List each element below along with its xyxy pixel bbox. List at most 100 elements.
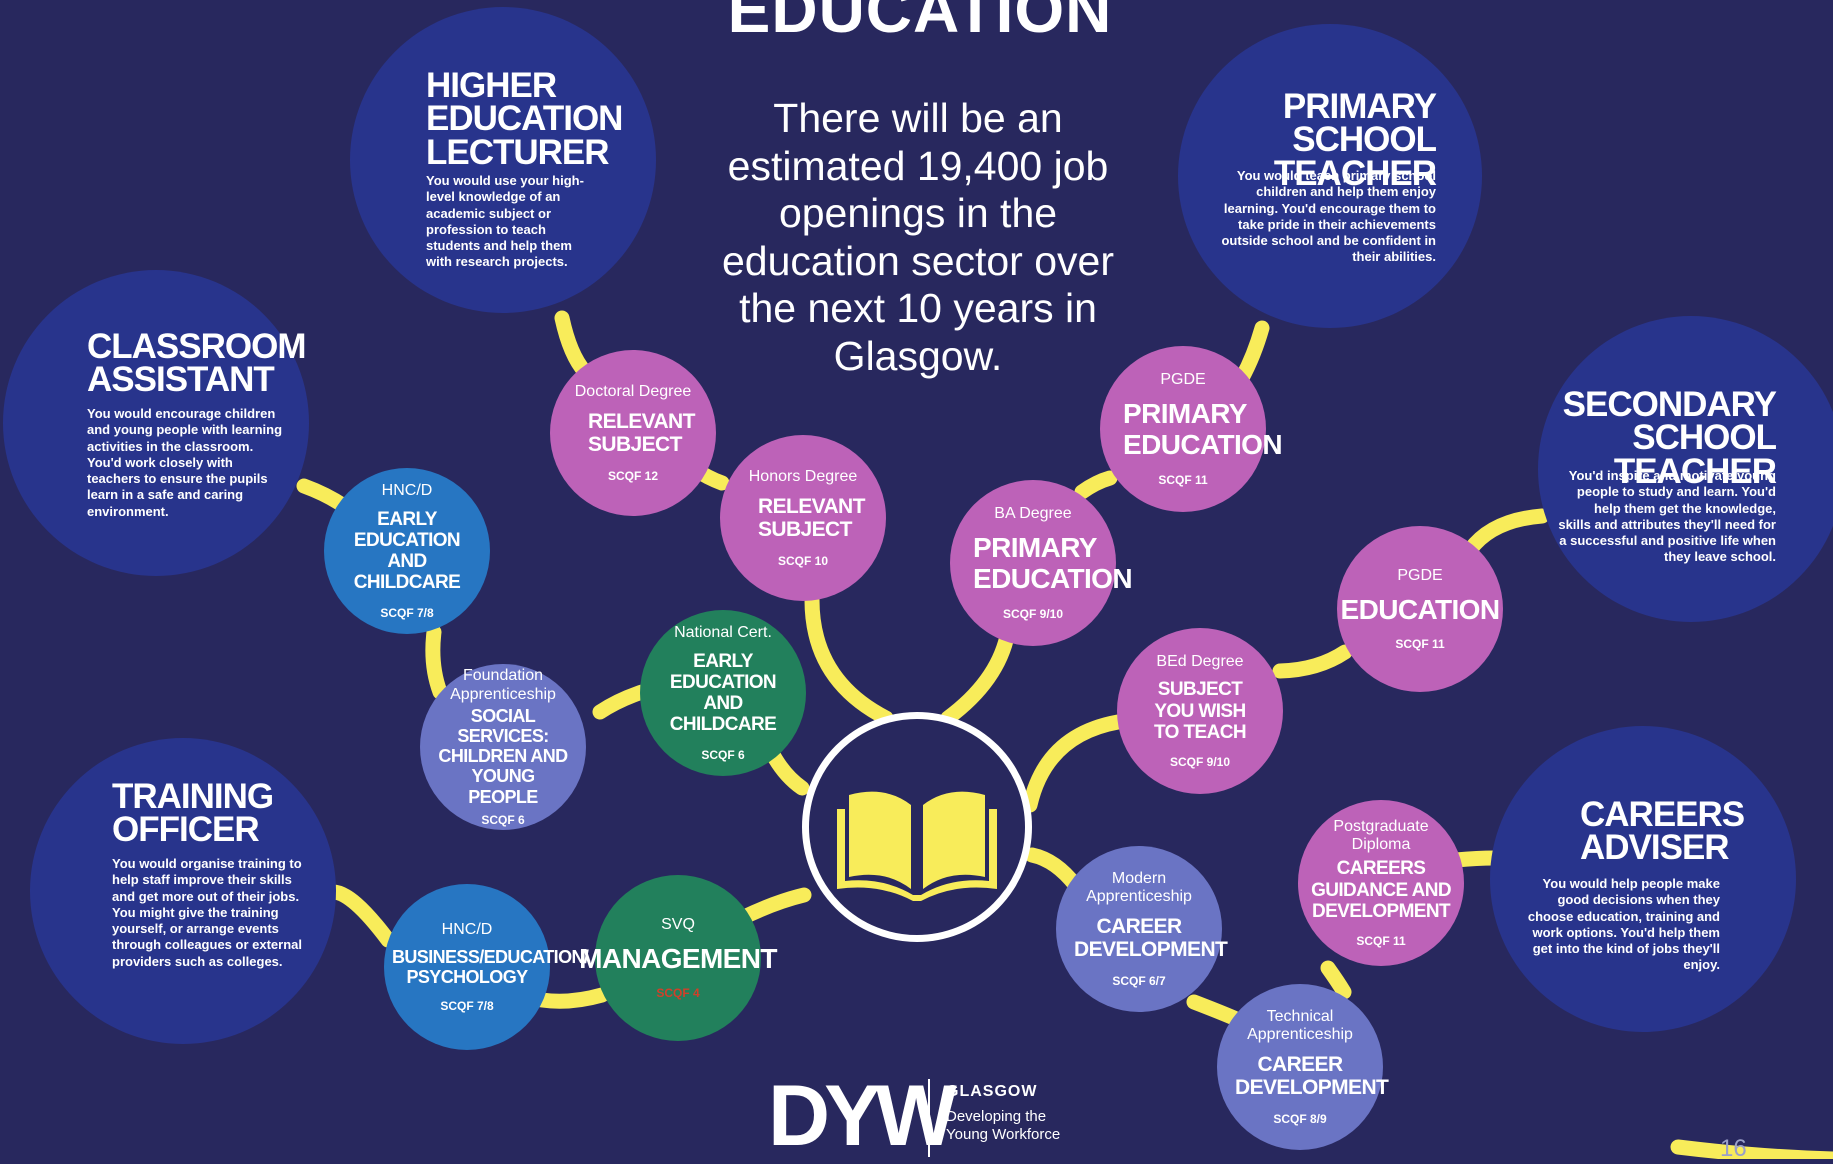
job-description: You would organise training to help staf…: [112, 856, 302, 969]
qualification-subject: CAREER DEVELOPMENT: [1235, 1052, 1389, 1100]
qualification-type: PGDE: [1160, 371, 1206, 389]
qualification-type: Modern Apprenticeship: [1086, 870, 1192, 906]
qualification-type: National Cert.: [674, 624, 772, 642]
scqf-level: SCQF 9/10: [1002, 606, 1064, 621]
qualification-type: Technical Apprenticeship: [1247, 1008, 1353, 1044]
job-description: You would encourage children and young p…: [87, 406, 283, 519]
qualification-subject: CAREER DEVELOPMENT: [1074, 914, 1228, 962]
qualification-postgraduate-diploma: Postgraduate Diploma CAREERS GUIDANCE AN…: [1298, 800, 1464, 966]
footer-org-name: GLASGOW: [946, 1083, 1038, 1100]
job-higher-education-lecturer: HIGHER EDUCATION LECTURER You would use …: [350, 7, 656, 313]
page-number: 16: [1720, 1135, 1747, 1162]
connector: [1022, 714, 1126, 813]
qualification-subject: EARLY EDUCATION AND CHILDCARE: [669, 650, 777, 736]
qualification-subject: MANAGEMENT: [579, 942, 777, 974]
qualification-modern-apprenticeship: Modern Apprenticeship CAREER DEVELOPMENT…: [1056, 846, 1228, 1012]
intro-statement: There will be an estimated 19,400 job op…: [721, 95, 1114, 379]
qualification-type: HNC/D: [381, 482, 433, 500]
connector: [1186, 994, 1242, 1026]
qualification-subject: RELEVANT SUBJECT: [588, 409, 695, 457]
qualification-hncd-early-education: HNC/D EARLY EDUCATION AND CHILDCARE SCQF…: [324, 468, 490, 634]
connector: [325, 884, 396, 948]
scqf-level: SCQF 6/7: [1112, 973, 1166, 988]
qualification-type: BEd Degree: [1156, 652, 1244, 670]
dyw-logo: DYW: [768, 1068, 957, 1164]
qualification-subject: SOCIAL SERVICES: CHILDREN AND YOUNG PEOP…: [438, 706, 568, 807]
qualification-national-cert: National Cert. EARLY EDUCATION AND CHILD…: [640, 610, 806, 776]
job-title: CLASSROOM ASSISTANT: [87, 327, 307, 400]
scqf-level: SCQF 11: [1395, 636, 1445, 651]
qualification-type: HNC/D: [441, 920, 493, 938]
qualification-subject: RELEVANT SUBJECT: [758, 494, 865, 542]
qualification-subject: EARLY EDUCATION AND CHILDCARE: [353, 508, 461, 594]
qualification-type: Postgraduate Diploma: [1333, 817, 1429, 854]
connector: [1272, 644, 1353, 679]
job-title: PRIMARY SCHOOL TEACHER: [1273, 87, 1437, 193]
job-primary-school-teacher: PRIMARY SCHOOL TEACHER You would teach p…: [1178, 24, 1482, 328]
qualification-type: Foundation Apprenticeship: [450, 667, 556, 703]
connector: [804, 592, 894, 726]
connector: [592, 684, 650, 720]
connector: [1448, 850, 1502, 868]
job-description: You would teach primary school children …: [1221, 168, 1436, 265]
scqf-level: SCQF 6: [481, 812, 525, 827]
job-title: SECONDARY SCHOOL TEACHER: [1562, 385, 1777, 491]
qualification-subject: PRIMARY EDUCATION: [973, 531, 1133, 595]
qualification-type: PGDE: [1397, 567, 1443, 585]
qualification-subject: BUSINESS/EDUCATION/ PSYCHOLOGY: [392, 947, 589, 988]
scqf-level: SCQF 12: [607, 468, 658, 483]
job-classroom-assistant: CLASSROOM ASSISTANT You would encourage …: [3, 270, 309, 576]
connector: [734, 887, 812, 926]
scqf-level: SCQF 9/10: [1169, 755, 1231, 770]
qualification-pgde-primary: PGDE PRIMARY EDUCATION SCQF 11: [1100, 346, 1283, 512]
qualification-svq: SVQ MANAGEMENT SCQF 4: [579, 875, 777, 1041]
job-title: TRAINING OFFICER: [112, 777, 274, 850]
qualification-honors-degree: Honors Degree RELEVANT SUBJECT SCQF 10: [720, 435, 886, 601]
job-description: You would help people make good decision…: [1527, 876, 1720, 973]
connector: [1074, 470, 1118, 500]
job-description: You would use your high-level knowledge …: [426, 173, 584, 270]
job-description: You'd inspire and motivate young people …: [1558, 468, 1776, 565]
job-careers-adviser: CAREERS ADVISER You would help people ma…: [1490, 726, 1796, 1032]
connector: [425, 624, 448, 700]
connector: [534, 987, 610, 1009]
connector: [1320, 960, 1352, 1000]
connector: [1670, 1139, 1833, 1159]
qualification-ba-degree: BA Degree PRIMARY EDUCATION SCQF 9/10: [950, 480, 1133, 646]
qualification-pgde-education: PGDE EDUCATION SCQF 11: [1337, 526, 1503, 692]
scqf-level: SCQF 11: [1356, 934, 1406, 949]
connector: [1234, 320, 1270, 386]
scqf-level: SCQF 7/8: [380, 605, 434, 620]
scqf-level: SCQF 8/9: [1273, 1111, 1327, 1126]
qualification-bed-degree: BEd Degree SUBJECT YOU WISH TO TEACH SCQ…: [1117, 628, 1283, 794]
qualification-doctoral-degree: Doctoral Degree RELEVANT SUBJECT SCQF 12: [550, 350, 716, 516]
central-hub: [802, 712, 1032, 942]
scqf-level: SCQF 7/8: [440, 999, 494, 1014]
qualification-type: SVQ: [661, 916, 695, 934]
connector: [1462, 508, 1550, 558]
connector: [554, 310, 593, 380]
job-title: CAREERS ADVISER: [1580, 795, 1745, 868]
job-training-officer: TRAINING OFFICER You would organise trai…: [30, 738, 336, 1044]
open-book-icon: [837, 791, 997, 901]
qualification-type: Honors Degree: [748, 468, 858, 486]
qualification-hncd-business: HNC/D BUSINESS/EDUCATION/ PSYCHOLOGY SCQ…: [384, 884, 589, 1050]
qualification-technical-apprenticeship: Technical Apprenticeship CAREER DEVELOPM…: [1217, 984, 1389, 1150]
footer-divider: [928, 1079, 930, 1157]
qualification-foundation-apprenticeship: Foundation Apprenticeship SOCIAL SERVICE…: [420, 664, 586, 830]
page-title: EDUCATION: [727, 0, 1113, 46]
qualification-subject: SUBJECT YOU WISH TO TEACH: [1154, 679, 1247, 743]
job-title: HIGHER EDUCATION LECTURER: [426, 66, 623, 172]
scqf-level: SCQF 10: [777, 553, 828, 568]
scqf-level: SCQF 11: [1158, 472, 1208, 487]
qualification-type: BA Degree: [994, 505, 1072, 523]
scqf-level: SCQF 4: [656, 985, 700, 1000]
qualification-subject: EDUCATION: [1340, 593, 1501, 625]
footer-tagline: Developing the Young Workforce: [946, 1108, 1061, 1143]
qualification-subject: PRIMARY EDUCATION: [1123, 397, 1283, 461]
qualification-subject: CAREERS GUIDANCE AND DEVELOPMENT: [1311, 858, 1451, 923]
job-secondary-school-teacher: SECONDARY SCHOOL TEACHER You'd inspire a…: [1538, 316, 1833, 622]
qualification-type: Doctoral Degree: [574, 383, 692, 401]
scqf-level: SCQF 6: [701, 747, 745, 762]
